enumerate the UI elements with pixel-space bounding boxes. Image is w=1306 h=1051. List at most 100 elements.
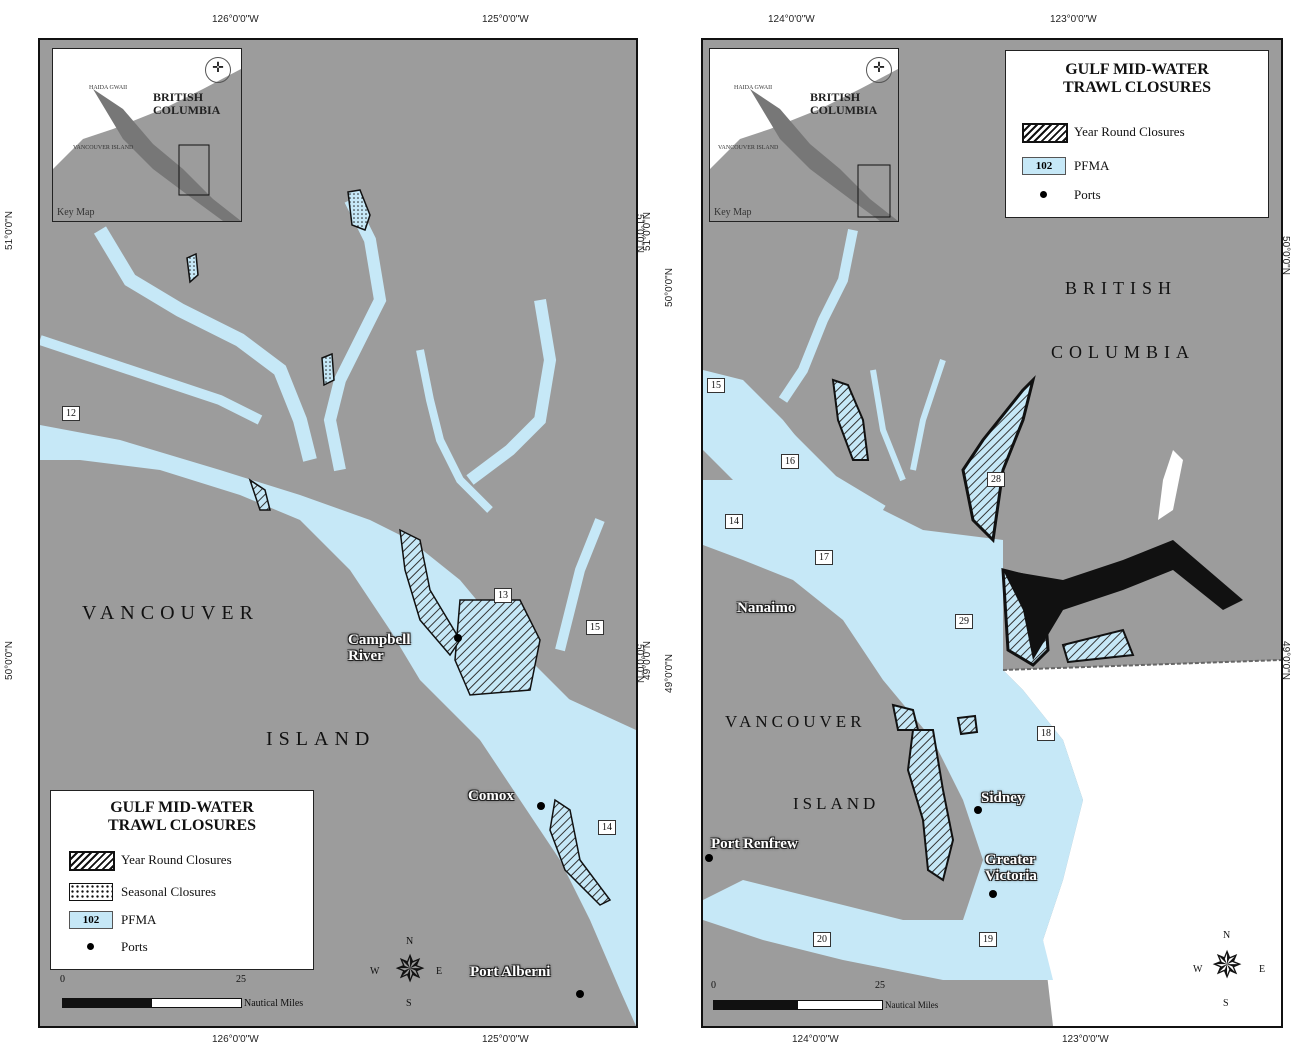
left-label-island: ISLAND xyxy=(266,728,376,750)
left-seasonal-2 xyxy=(186,252,199,284)
port-label-port-alberni: Port Alberni xyxy=(470,964,551,980)
left-left-coord-1: 51°0'0"N xyxy=(3,211,15,250)
left-seasonal-1 xyxy=(347,189,371,231)
right-legend-title-1: GULF MID-WATER xyxy=(1065,61,1209,78)
right-closure-inlet xyxy=(831,378,870,461)
legend-ports: Ports xyxy=(121,939,148,954)
right-key-map-compass-icon: ✛ xyxy=(866,57,892,83)
right-key-map-vi: VANCOUVER ISLAND xyxy=(718,145,779,151)
port-dot-port-renfrew xyxy=(705,854,713,862)
port-label-nanaimo: Nanaimo xyxy=(737,600,796,616)
left-seasonal-3 xyxy=(321,352,335,387)
right-legend-title-2: TRAWL CLOSURES xyxy=(1062,79,1212,96)
right-bottom-coord-2: 123°0'0"W xyxy=(1062,1034,1109,1045)
right-compass-rose-icon: ✵ xyxy=(1211,945,1243,987)
pfma-15-left: 15 xyxy=(586,620,604,635)
left-top-coord-2: 125°0'0"W xyxy=(482,14,529,25)
left-compass-rose-icon: ✵ xyxy=(394,949,426,991)
port-dot-port-alberni xyxy=(576,990,584,998)
left-key-map-caption: Key Map xyxy=(57,207,95,218)
left-bottom-coord-1: 126°0'0"W xyxy=(212,1034,259,1045)
legend-year-round: Year Round Closures xyxy=(121,852,232,867)
port-label-comox: Comox xyxy=(468,788,514,804)
left-label-vancouver: VANCOUVER xyxy=(82,602,259,624)
left-key-map: HAIDA GWAII BRITISH COLUMBIA VANCOUVER I… xyxy=(52,48,242,222)
right-label-island: ISLAND xyxy=(793,794,880,813)
left-map-panel[interactable]: HAIDA GWAII BRITISH COLUMBIA VANCOUVER I… xyxy=(38,38,638,1028)
right-lake xyxy=(1158,450,1183,520)
right-compass-n: N xyxy=(1223,930,1231,941)
right-strait-georgia xyxy=(703,370,1083,980)
right-legend-swatch-pfma: 102 xyxy=(1022,157,1066,175)
right-key-map-caption: Key Map xyxy=(714,207,752,218)
right-us-area xyxy=(1003,660,1281,1026)
right-legend-port-dot xyxy=(1040,191,1047,198)
right-legend-swatch-year-round xyxy=(1022,123,1068,143)
legend-seasonal: Seasonal Closures xyxy=(121,884,216,899)
left-top-coord-1: 126°0'0"W xyxy=(212,14,259,25)
left-inlet-1 xyxy=(93,226,317,462)
right-left-coord-3: 49°0'0"N xyxy=(641,641,653,680)
legend-swatch-seasonal xyxy=(69,883,113,901)
port-label-port-renfrew: Port Renfrew xyxy=(711,836,798,852)
pfma-14-left: 14 xyxy=(598,820,616,835)
right-boundary xyxy=(1002,659,1281,671)
right-bottom-coord-1: 124°0'0"W xyxy=(792,1034,839,1045)
left-key-map-bc: BRITISH COLUMBIA xyxy=(153,90,221,117)
pfma-16: 16 xyxy=(781,454,799,469)
left-closure-campbell xyxy=(454,599,541,696)
right-key-map: HAIDA GWAII BRITISH COLUMBIA VANCOUVER I… xyxy=(709,48,899,222)
right-scale-unit: Nautical Miles xyxy=(885,1000,939,1010)
pfma-17: 17 xyxy=(815,550,833,565)
pfma-20: 20 xyxy=(813,932,831,947)
right-compass-s: S xyxy=(1223,998,1229,1009)
right-compass-e: E xyxy=(1259,964,1266,975)
left-inlet-3 xyxy=(466,299,557,485)
legend-swatch-year-round xyxy=(69,851,115,871)
pfma-13: 13 xyxy=(494,588,512,603)
left-inlet-4 xyxy=(40,335,263,425)
right-left-coord-2: 50°0'0"N xyxy=(663,268,675,307)
left-scale-unit: Nautical Miles xyxy=(244,998,304,1009)
legend-swatch-pfma: 102 xyxy=(69,911,113,929)
pfma-28: 28 xyxy=(987,472,1005,487)
right-closure-fraser xyxy=(1003,540,1243,660)
left-compass-e: E xyxy=(436,966,443,977)
right-inlet-3 xyxy=(870,369,906,482)
right-scale-mid: 25 xyxy=(875,980,885,991)
left-compass-w: W xyxy=(370,966,380,977)
right-closure-east xyxy=(1061,628,1135,664)
legend-port-dot xyxy=(87,943,94,950)
left-key-map-haida: HAIDA GWAII xyxy=(89,85,128,91)
left-inlet-2 xyxy=(323,197,387,472)
port-dot-greater-victoria xyxy=(989,890,997,898)
right-label-columbia: COLUMBIA xyxy=(1051,342,1196,362)
right-scale-zero: 0 xyxy=(711,980,716,991)
right-closure-28 xyxy=(961,375,1036,544)
left-legend: GULF MID-WATER TRAWL CLOSURES Year Round… xyxy=(50,790,314,970)
left-closure-johnstone xyxy=(248,478,271,511)
right-inlet-2 xyxy=(749,396,886,515)
left-key-map-outline xyxy=(53,69,241,221)
right-compass-w: W xyxy=(1193,964,1203,975)
pfma-14-right: 14 xyxy=(725,514,743,529)
left-compass-s: S xyxy=(406,998,412,1009)
port-dot-sidney xyxy=(974,806,982,814)
right-map-panel[interactable]: HAIDA GWAII BRITISH COLUMBIA VANCOUVER I… xyxy=(701,38,1283,1028)
left-key-map-vi: VANCOUVER ISLAND xyxy=(73,145,134,151)
right-top-coord-1: 124°0'0"W xyxy=(768,14,815,25)
pfma-29: 29 xyxy=(955,614,973,629)
right-closure-saltspring xyxy=(906,729,955,882)
right-scale-bar xyxy=(713,1000,883,1010)
left-scale-bar xyxy=(62,998,242,1008)
left-left-coord-2: 50°0'0"N xyxy=(3,641,15,680)
pfma-18: 18 xyxy=(1037,726,1055,741)
left-bottom-coord-2: 125°0'0"W xyxy=(482,1034,529,1045)
pfma-15-right: 15 xyxy=(707,378,725,393)
right-key-map-haida: HAIDA GWAII xyxy=(734,85,773,91)
pfma-12: 12 xyxy=(62,406,80,421)
left-key-map-compass-icon: ✛ xyxy=(205,57,231,83)
left-inlet-5 xyxy=(555,518,605,652)
right-legend-year-round: Year Round Closures xyxy=(1074,124,1185,139)
right-label-british: BRITISH xyxy=(1065,278,1178,298)
